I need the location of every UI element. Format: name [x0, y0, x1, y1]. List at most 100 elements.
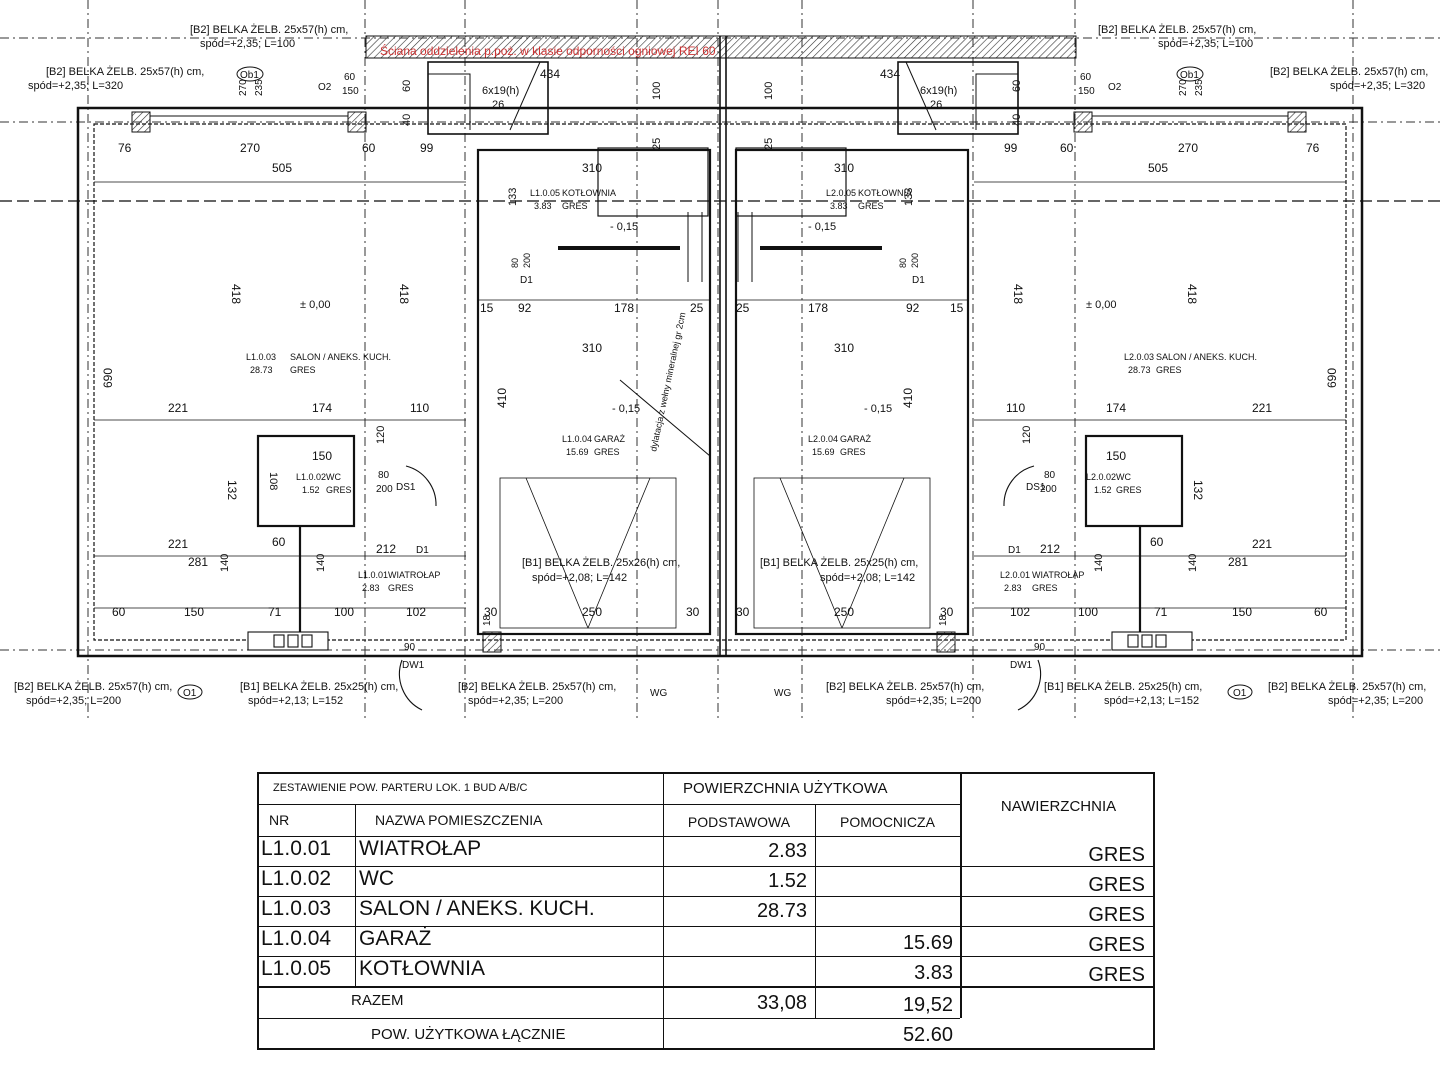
openings — [150, 115, 1288, 711]
plan-label: 30 — [484, 605, 498, 619]
plan-label: 150 — [1106, 449, 1126, 463]
plan-label: 310 — [582, 161, 602, 175]
plan-label: GRES — [1032, 583, 1058, 593]
plan-label: KOTŁOWNIA — [562, 188, 616, 198]
door-tag: D1 — [1008, 545, 1021, 556]
plan-label: GRES — [840, 447, 866, 457]
level-mark: ± 0,00 — [300, 299, 331, 311]
plan-label: 71 — [268, 605, 282, 619]
header-nr: NR — [269, 812, 290, 828]
plan-label: 30 — [686, 605, 700, 619]
beam-label: spód=+2,35; L=100 — [200, 38, 295, 50]
plan-label: 418 — [1185, 284, 1199, 304]
plan-label: 178 — [614, 301, 634, 315]
sum-auxiliary: 19,52 — [902, 994, 953, 1016]
plan-label: 40 — [1011, 114, 1023, 126]
stairs-label: 26 — [492, 99, 504, 111]
plan-label: 15 — [480, 301, 494, 315]
beam-label: spód=+2,13; L=152 — [248, 695, 343, 707]
plan-label: 60 — [1150, 535, 1164, 549]
total-value: 52.60 — [902, 1024, 953, 1046]
plan-label: 150 — [342, 86, 359, 97]
plan-label: 76 — [1306, 141, 1320, 155]
plan-label: L1.0.04 — [562, 434, 592, 444]
plan-label: 25 — [763, 138, 775, 150]
plan-label: 80 — [510, 258, 520, 268]
plan-label: 2.83 — [1004, 583, 1022, 593]
plan-label: SALON / ANEKS. KUCH. — [1156, 352, 1257, 362]
stairs-label: 26 — [930, 99, 942, 111]
plan-label: 200 — [522, 253, 532, 268]
level-mark: - 0,15 — [612, 403, 640, 415]
beam-label: spód=+2,13; L=152 — [1104, 695, 1199, 707]
plan-label: 15.69 — [812, 447, 835, 457]
beam-label: spód=+2,08; L=142 — [532, 572, 627, 584]
plan-label: 90 — [404, 642, 416, 653]
plan-label: 418 — [397, 284, 411, 304]
dilatation-note: dylatacja z wełny mineralnej gr 2cm — [648, 311, 687, 452]
plan-label: 110 — [410, 401, 429, 415]
plan-label: 80 — [898, 258, 908, 268]
plan-label: L1.0.03 — [246, 352, 276, 362]
plan-label: 200 — [376, 484, 393, 495]
plan-label: 200 — [910, 253, 920, 268]
door-tag: D1 — [912, 275, 925, 286]
plan-label: 40 — [401, 114, 413, 126]
plan-label: 100 — [1078, 605, 1098, 619]
plan-label: GARAŻ — [594, 434, 626, 444]
plan-label: GRES — [388, 583, 414, 593]
plan-label: L2.0.02 — [1086, 472, 1116, 482]
plan-label: L2.0.01 — [1000, 570, 1030, 580]
header-usable: POWIERZCHNIA UŻYTKOWA — [683, 780, 888, 797]
floor-plan: Ściana oddzielenia p.poż. w klasie odpor… — [0, 0, 1440, 720]
plan-label: 30 — [736, 605, 750, 619]
plan-label: 108 — [267, 472, 279, 490]
plan-labels: Ściana oddzielenia p.poż. w klasie odpor… — [14, 23, 1428, 707]
plan-label: L2.0.03 — [1124, 352, 1154, 362]
stairs-label: 6x19(h) — [482, 85, 519, 97]
level-mark: - 0,15 — [610, 221, 638, 233]
plan-label: 310 — [834, 161, 854, 175]
plan-label: WIATROŁAP — [388, 570, 440, 580]
door-tag: D1 — [520, 275, 533, 286]
plan-label: 418 — [229, 284, 243, 304]
plan-label: 221 — [168, 537, 188, 551]
beam-label: spód=+2,35; L=200 — [886, 695, 981, 707]
plan-label: 132 — [1191, 480, 1205, 500]
plan-label: 28.73 — [1128, 365, 1151, 375]
plan-label: 178 — [808, 301, 828, 315]
plan-label: 120 — [1021, 426, 1033, 444]
plan-label: 310 — [582, 341, 602, 355]
beam-label: [B2] BELKA ŻELB. 25x57(h) cm, — [458, 680, 616, 693]
plan-label: 15.69 — [566, 447, 589, 457]
plan-label: GRES — [858, 201, 884, 211]
plan-label: 140 — [1093, 554, 1105, 572]
plan-label: 174 — [1106, 401, 1126, 415]
door-tag: DW1 — [1010, 660, 1033, 671]
plan-label: 60 — [272, 535, 286, 549]
beam-label: spód=+2,35; L=200 — [468, 695, 563, 707]
plan-label: 410 — [495, 388, 509, 408]
table-title: ZESTAWIENIE POW. PARTERU LOK. 1 BUD A/B/… — [273, 782, 528, 794]
plan-label: 99 — [420, 141, 434, 155]
level-mark: - 0,15 — [864, 403, 892, 415]
plan-label: L1.0.05 — [530, 188, 560, 198]
plan-label: 99 — [1004, 141, 1018, 155]
plan-label: 100 — [763, 82, 775, 100]
plan-label: 60 — [344, 72, 356, 83]
plan-label: 25 — [736, 301, 750, 315]
plan-label: 418 — [1011, 284, 1025, 304]
beam-label: [B1] BELKA ŻELB. 25x25(h) cm, — [1044, 680, 1202, 693]
plan-label: L2.0.04 — [808, 434, 838, 444]
plan-label: 150 — [184, 605, 204, 619]
level-mark: - 0,15 — [808, 221, 836, 233]
plan-label: 60 — [112, 605, 126, 619]
plan-label: 71 — [1154, 605, 1168, 619]
header-name: NAZWA POMIESZCZENIA — [375, 812, 543, 828]
window-tag: O2 — [318, 82, 332, 93]
stairs-label: 6x19(h) — [920, 85, 957, 97]
door-tag: DS1 — [396, 482, 416, 493]
